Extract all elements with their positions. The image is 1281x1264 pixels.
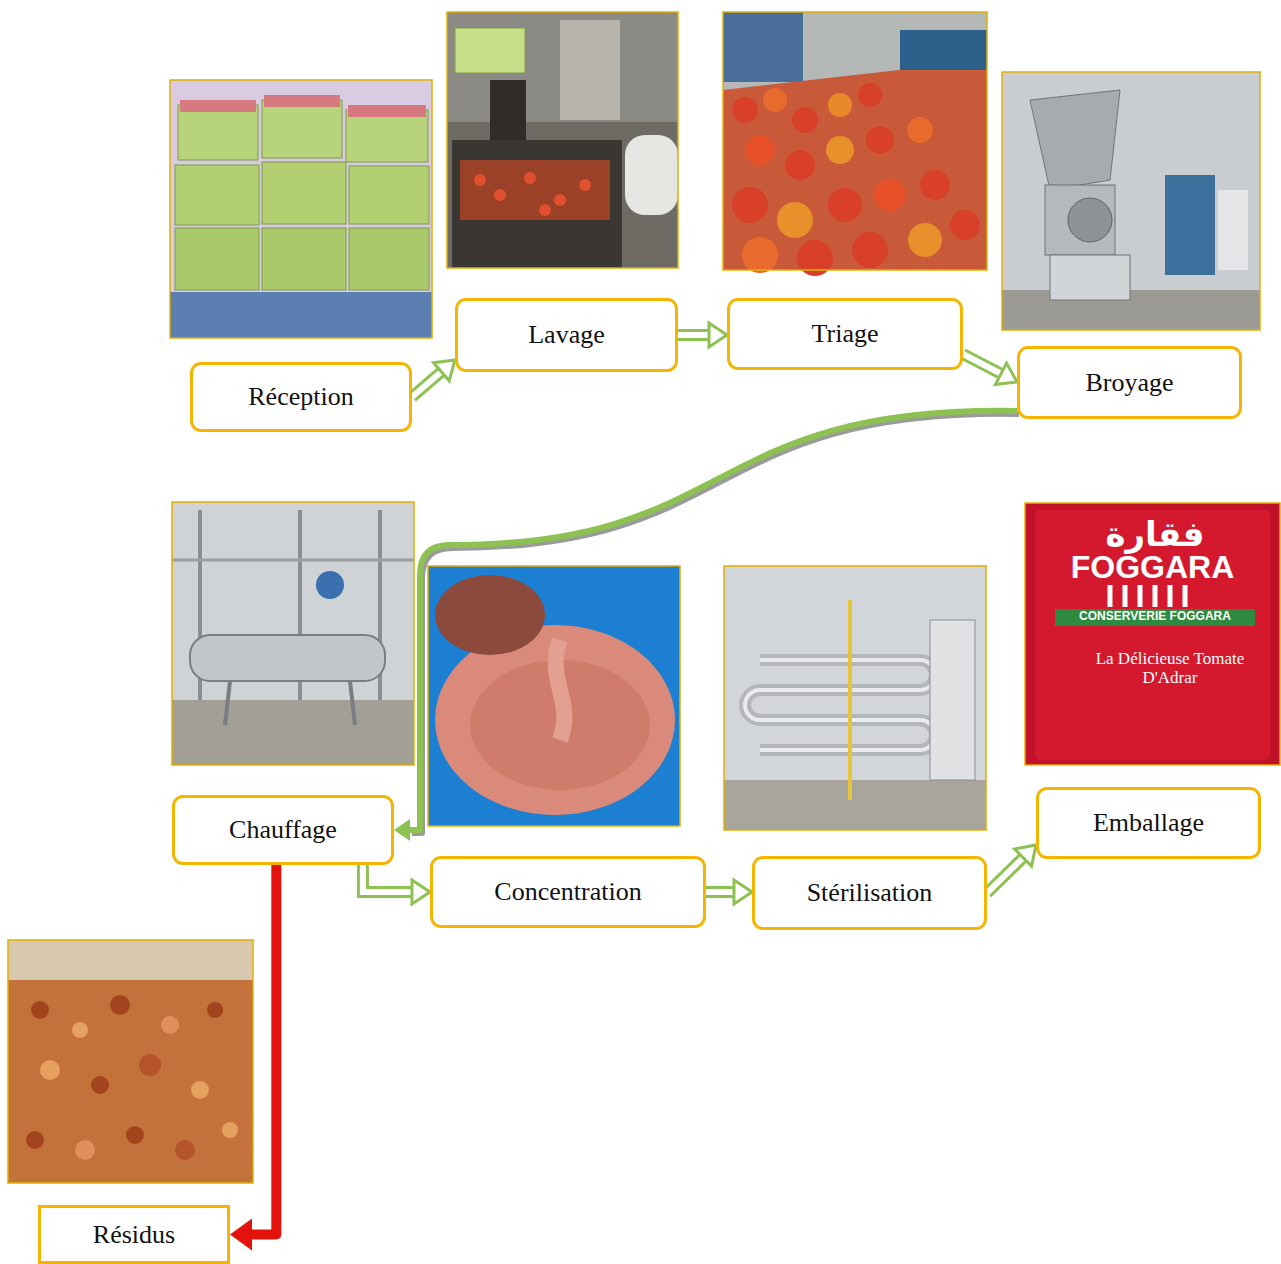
heating-box: Chauffage <box>172 795 394 865</box>
residue-photo <box>8 940 253 1183</box>
step-label: Emballage <box>1093 808 1204 838</box>
packaging-box: Emballage <box>1036 787 1261 859</box>
flow-arrow <box>987 845 1036 893</box>
sorting-photo <box>723 12 987 276</box>
concentrate-photo <box>428 566 680 826</box>
reception-photo <box>170 80 432 338</box>
sterilizer-photo <box>724 566 986 830</box>
flow-arrow <box>678 323 727 347</box>
can-photo <box>1025 503 1280 765</box>
brand-arabic: فقارة <box>1065 516 1245 553</box>
residue-box: Résidus <box>38 1205 230 1264</box>
concentration-box: Concentration <box>430 856 706 928</box>
flow-arrow <box>706 880 752 904</box>
step-label: Broyage <box>1085 368 1173 398</box>
crushing-box: Broyage <box>1017 346 1242 419</box>
heater-photo <box>172 502 414 765</box>
step-label: Chauffage <box>229 815 337 845</box>
flow-arrow <box>963 354 1017 384</box>
product-tagline: La Délicieuse Tomate D'Adrar <box>1075 650 1265 687</box>
brand-name: FOGGARA <box>1040 550 1265 585</box>
step-label: Lavage <box>528 320 605 350</box>
flow-arrow <box>363 865 430 904</box>
step-label: Réception <box>248 382 353 412</box>
flow-curve-arrow <box>394 411 1019 841</box>
step-label: Concentration <box>494 877 641 907</box>
step-label: Stérilisation <box>807 878 933 908</box>
step-label: Résidus <box>93 1220 175 1250</box>
reception-box: Réception <box>190 362 412 432</box>
residue-arrow <box>230 865 276 1251</box>
step-label: Triage <box>812 319 879 349</box>
brand-subtitle: CONSERVERIE FOGGARA <box>1057 610 1253 623</box>
sterilization-box: Stérilisation <box>752 856 987 930</box>
crusher-photo <box>1002 72 1260 330</box>
washing-photo <box>447 12 678 268</box>
washing-box: Lavage <box>455 298 678 372</box>
sorting-box: Triage <box>727 298 963 370</box>
flow-arrow <box>412 360 455 397</box>
